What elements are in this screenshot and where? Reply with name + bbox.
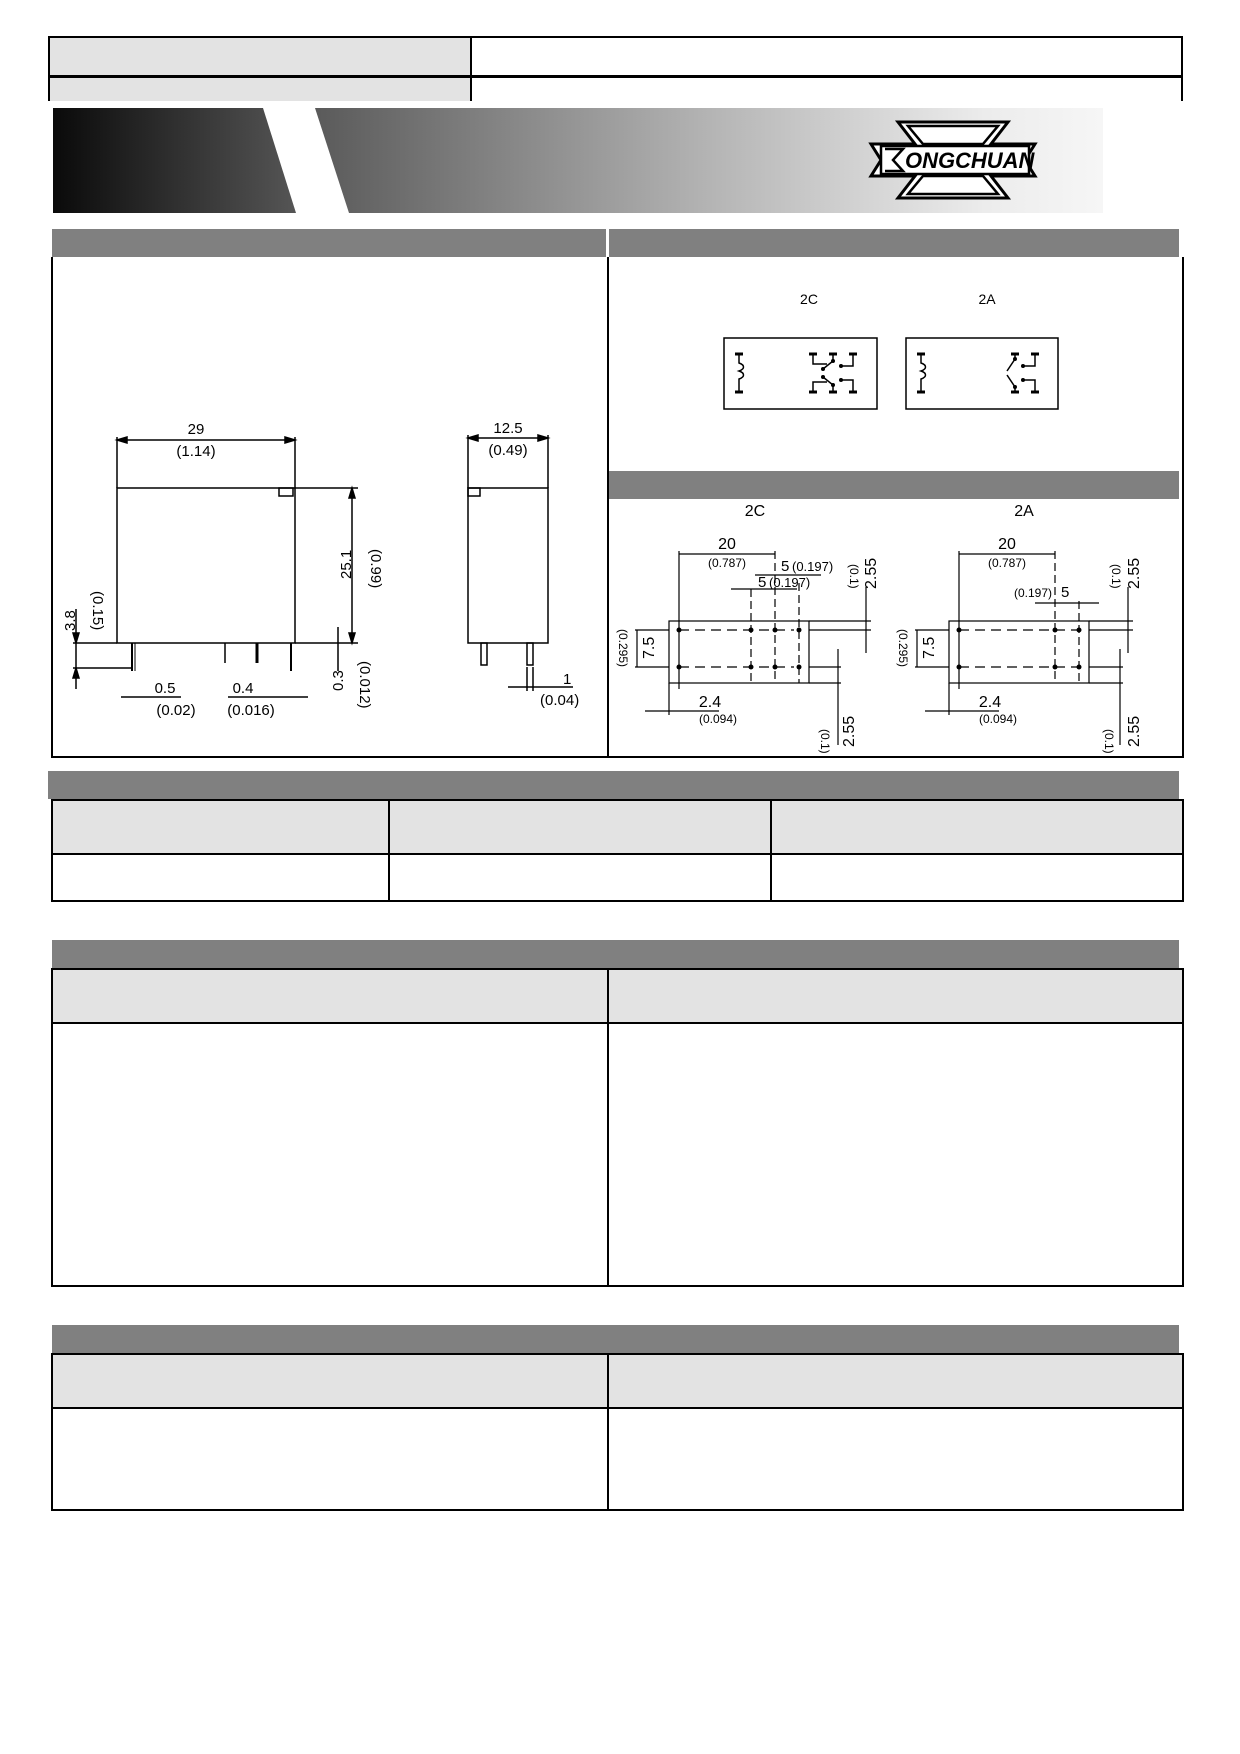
pcb-2c-span-in: (0.787) [708,556,746,570]
dim-pin-length-in: (0.15) [89,591,106,630]
table1-header-row [51,799,1184,855]
pcb-layout-2c: 2C 20 (0.787) 5 (0.197) 5 (0.197) 7.5 [616,503,880,754]
pcb-2c-edge-top: 2.55 [863,558,880,589]
pcb-layout-section-header [609,471,1179,499]
song-chuan-logo: ONG CHUAN [868,120,1038,200]
pcb-2c-pitch2: 5 [758,574,766,591]
pcb-2c-row-gap-in: (0.295) [616,629,630,667]
pcb-2a-edge-bottom: 2.55 [1126,716,1143,747]
side-dim-pin-in: (0.04) [540,692,579,709]
pcb-2a-offset: 2.4 [979,694,1001,711]
table2-header-1 [51,968,609,1024]
table3-row [51,1407,1184,1511]
dim-pin-thickness-in: (0.016) [227,702,275,719]
table1-header-1 [51,799,390,855]
header-value-2 [472,78,1181,101]
table3-header-2 [607,1353,1184,1409]
table1-row [51,853,1184,902]
dimensions-section-header [52,229,606,257]
dim-height-in: (0.99) [367,549,384,588]
pcb-2a-pitch1: 5 [1061,584,1069,601]
wiring-diagram-2a: 2A [905,291,1059,410]
wiring-diagram-2c: 2C [723,291,878,410]
drawing-panels-frame [51,257,1184,758]
table2 [51,968,1184,1287]
table2-header-row [51,968,1184,1024]
pcb-2c-pitch2-in: (0.197) [769,575,810,590]
pcb-2c-row-gap: 7.5 [641,637,658,659]
table1 [51,799,1184,902]
table3-cell [51,1407,609,1511]
table2-section-header [52,940,1179,968]
dim-width-in: (1.14) [176,443,215,460]
table1-section-header [48,771,1179,799]
pcb-2c-pitch1: 5 [781,558,789,575]
header-row-1 [50,38,1181,78]
header-label-2 [50,78,472,101]
dim-width: 29 [188,421,205,438]
table2-row [51,1022,1184,1287]
header-label-1 [50,38,472,75]
side-dim-pin: 1 [563,671,571,688]
table1-cell [388,853,772,902]
logo-text-left: ONG [905,148,955,173]
table2-cell [607,1022,1184,1287]
pcb-2a-pitch1-in: (0.197) [1014,586,1052,600]
pcb-2c-pitch1-in: (0.197) [792,559,833,574]
table1-cell [51,853,390,902]
header-value-1 [472,38,1181,75]
pcb-label-2c: 2C [745,503,765,520]
pcb-2c-edge-bottom: 2.55 [841,716,858,747]
table1-cell [770,853,1184,902]
front-view-drawing: 29 (1.14) 25.1 (0.99) 3.8 (0.15) 0.5 (0 [62,421,384,719]
pcb-2a-offset-in: (0.094) [979,712,1017,726]
table3-section-header [52,1325,1179,1353]
side-view-drawing: 12.5 (0.49) 1 (0.04) [465,420,579,709]
table3-header-row [51,1353,1184,1409]
pcb-2c-span: 20 [718,536,736,553]
pcb-2a-row-gap: 7.5 [921,637,938,659]
dim-pin-length: 3.8 [62,610,79,631]
dim-pin-thickness: 0.4 [233,680,254,697]
wiring-section-header [609,229,1179,257]
wiring-label-2a: 2A [978,291,996,307]
header-row-2 [50,78,1181,101]
pcb-label-2a: 2A [1014,503,1034,520]
dim-standoff: 0.3 [330,670,347,691]
table1-header-3 [770,799,1184,855]
table2-header-2 [607,968,1184,1024]
pcb-layouts: 2C 20 (0.787) 5 (0.197) 5 (0.197) 7.5 [609,499,1182,756]
table3 [51,1353,1184,1511]
table2-cell [51,1022,609,1287]
banner-dark-block [53,108,296,213]
dim-height: 25.1 [338,550,355,579]
pcb-2c-edge-top-in: (0.1) [847,564,861,589]
table3-cell [607,1407,1184,1511]
pcb-2c-offset-in: (0.094) [699,712,737,726]
side-dim-width-in: (0.49) [488,442,527,459]
dim-standoff-in: (0.012) [356,661,373,709]
pcb-2a-edge-bottom-in: (0.1) [1102,729,1116,754]
wiring-diagrams: 2C 2A [609,259,1182,472]
logo-text-right: CHUAN [955,148,1036,173]
table3-header-1 [51,1353,609,1409]
pcb-2a-span: 20 [998,536,1016,553]
header-info-table [48,36,1183,101]
pcb-2a-edge-top: 2.55 [1126,558,1143,589]
pcb-2c-edge-bottom-in: (0.1) [818,729,832,754]
pcb-2a-span-in: (0.787) [988,556,1026,570]
panel-divider [607,257,609,758]
pcb-layout-2a: 2A 20 (0.787) (0.197) 5 7.5 (0.295) 2.4 [896,503,1143,754]
pcb-2a-row-gap-in: (0.295) [896,629,910,667]
side-dim-width: 12.5 [493,420,522,437]
pcb-2a-edge-top-in: (0.1) [1109,564,1123,589]
brand-banner: ONG CHUAN [53,108,1103,213]
wiring-label-2c: 2C [800,291,818,307]
table1-header-2 [388,799,772,855]
pcb-2c-offset: 2.4 [699,694,721,711]
dim-pin-width: 0.5 [155,680,176,697]
dimensions-drawing: 29 (1.14) 25.1 (0.99) 3.8 (0.15) 0.5 (0 [53,259,607,756]
dim-pin-width-in: (0.02) [156,702,195,719]
